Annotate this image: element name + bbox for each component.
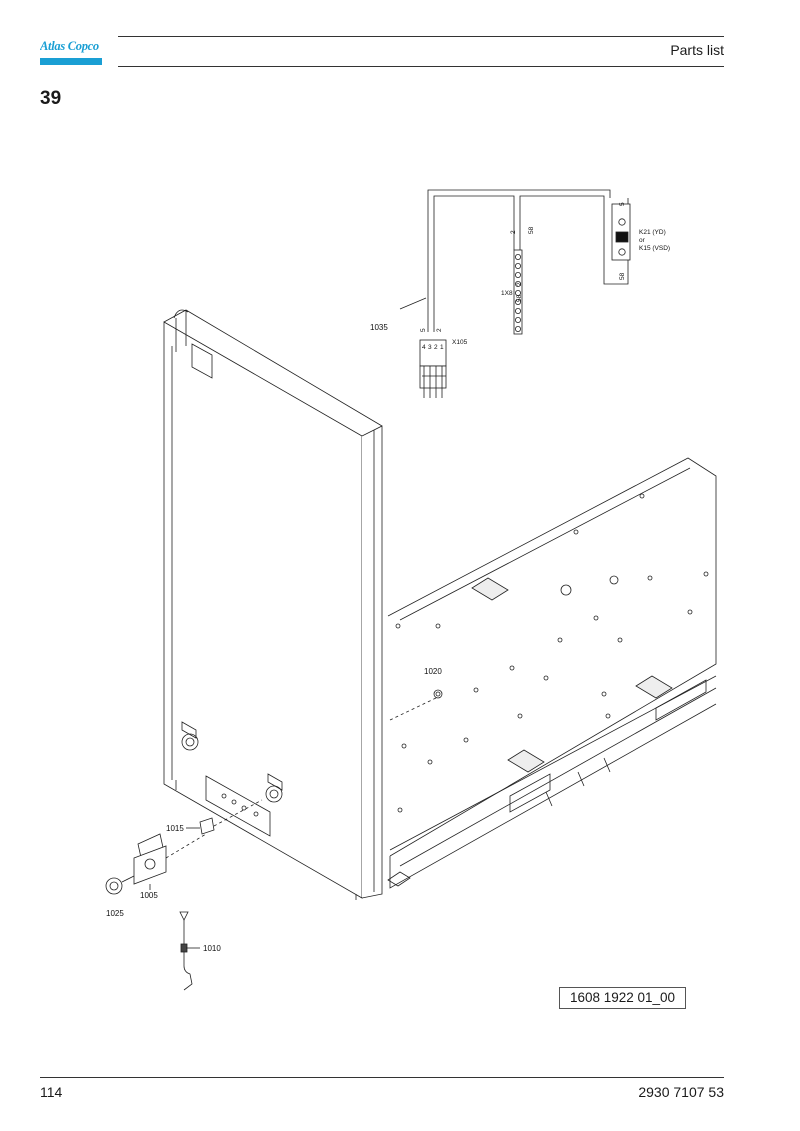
part-1015 bbox=[186, 799, 263, 835]
wiring-diagram bbox=[399, 189, 631, 398]
x8-top-2: 2 bbox=[510, 230, 517, 234]
section-number: 39 bbox=[40, 88, 62, 109]
x105-label: X105 bbox=[452, 339, 468, 346]
x105-pin-5: 5 bbox=[420, 328, 427, 332]
x105-term-3: 3 bbox=[428, 344, 432, 351]
x8-row-58: 58 bbox=[516, 294, 523, 302]
drawing-reference-number: 1608 1922 01_00 bbox=[559, 987, 686, 1009]
door-panel bbox=[163, 309, 383, 900]
x8-top-58: 58 bbox=[528, 226, 535, 234]
x105-term-1: 1 bbox=[440, 344, 444, 351]
header-rule-bottom bbox=[118, 66, 724, 67]
relay-pin-58: 58 bbox=[619, 272, 626, 280]
callout-1010: 1010 bbox=[203, 944, 221, 953]
part-1020 bbox=[389, 689, 443, 721]
page-number: 114 bbox=[40, 1084, 63, 1100]
cabinet-base bbox=[387, 457, 717, 889]
atlas-copco-logo: Atlas Copco bbox=[40, 37, 102, 67]
x105-term-2: 2 bbox=[434, 344, 438, 351]
callout-1020: 1020 bbox=[424, 667, 442, 676]
logo-wordmark: Atlas Copco bbox=[40, 39, 99, 53]
part-1005-valve bbox=[133, 833, 207, 890]
callout-1035: 1035 bbox=[370, 323, 388, 332]
x8-terminal-circles bbox=[515, 253, 522, 332]
relay-label-line2: or bbox=[639, 237, 646, 244]
page-header-title: Parts list bbox=[670, 42, 724, 58]
x105-pin-2: 2 bbox=[436, 328, 443, 332]
x8-row-2: 2 bbox=[516, 282, 523, 286]
document-number: 2930 7107 53 bbox=[638, 1084, 724, 1100]
callout-1015: 1015 bbox=[166, 824, 184, 833]
relay-pin-5: 5 bbox=[619, 202, 626, 206]
relay-label-line3: K15 (VSD) bbox=[639, 245, 670, 252]
footer-rule bbox=[40, 1077, 724, 1078]
part-1025 bbox=[105, 875, 135, 895]
x8-label: 1X8 bbox=[501, 290, 513, 297]
x105-term-4: 4 bbox=[422, 344, 426, 351]
header-rule-top bbox=[118, 36, 724, 37]
logo-bar bbox=[40, 58, 102, 65]
callout-1025: 1025 bbox=[106, 909, 124, 918]
relay-label-line1: K21 (YD) bbox=[639, 229, 666, 236]
part-1010-cable bbox=[179, 911, 200, 991]
callout-1005: 1005 bbox=[140, 891, 158, 900]
